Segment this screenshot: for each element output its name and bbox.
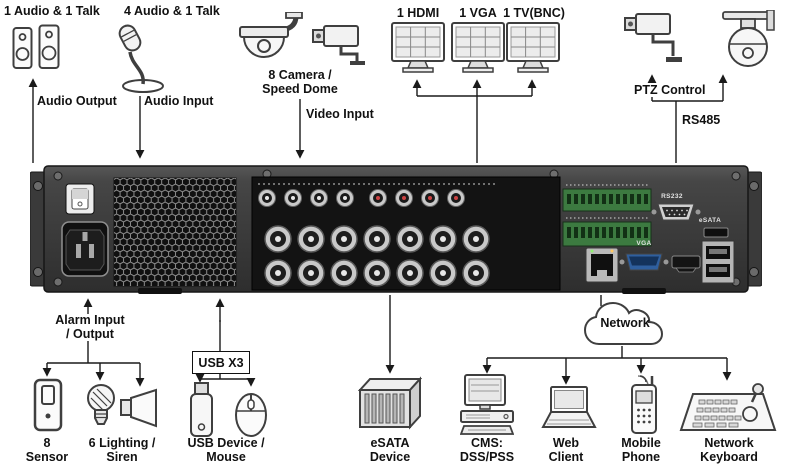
web-label-line2: Client <box>548 449 584 464</box>
esata-device-icon <box>358 376 422 430</box>
tv-monitor-icon <box>506 22 560 74</box>
rs485-label: RS485 <box>682 113 721 127</box>
video-input-label: Video Input <box>306 107 374 121</box>
sensor-label-line2: Sensor <box>25 449 69 464</box>
network-cloud-label: Network <box>600 316 650 330</box>
esata-device-label: eSATA Device <box>360 436 420 464</box>
vga-label: 1 VGA <box>459 6 497 20</box>
tv-bnc-label: 1 TV(BNC) <box>503 6 565 20</box>
mouse-icon <box>234 388 268 438</box>
cms-label-line2: DSS/PSS <box>459 449 515 464</box>
speed-dome-camera-icon <box>230 12 306 74</box>
network-keyboard-label: Network Keyboard <box>696 436 762 464</box>
web-client-label: Web Client <box>538 436 594 464</box>
ptz-dome-camera-icon <box>693 10 775 74</box>
alarm-io-label: Alarm Input / Output <box>48 313 132 341</box>
sensor-label: 8 Sensor <box>22 436 72 464</box>
usb-label-line1: USB Device / <box>187 436 265 450</box>
alarm-label-line1: Alarm Input <box>55 313 125 327</box>
cms-computer-icon <box>460 374 514 436</box>
microphone-icon <box>116 20 166 94</box>
esata-port-label: eSATA <box>698 217 722 224</box>
keyboard-label-line2: Keyboard <box>700 449 758 464</box>
hdmi-monitor-icon <box>391 22 445 74</box>
audio-input-label: Audio Input <box>144 94 214 108</box>
mobile-label-line2: Phone <box>621 449 661 464</box>
camera-label-line1: 8 Camera / <box>268 68 332 82</box>
esata-label-line1: eSATA <box>370 436 410 450</box>
sensor-label-line1: 8 <box>43 436 51 450</box>
lighting-label-line1: 6 Lighting / <box>88 436 156 450</box>
keyboard-label-line1: Network <box>704 436 754 450</box>
usb-label-line2: Mouse <box>206 449 246 464</box>
dvr-rear-panel <box>30 164 762 294</box>
audio1-talk-label: 1 Audio & 1 Talk <box>4 4 100 18</box>
ptz-box-camera-icon <box>622 6 694 64</box>
mobile-phone-icon <box>624 374 662 436</box>
vga-port-label: VGA <box>636 240 652 247</box>
usb-x3-label: USB X3 <box>198 355 244 370</box>
alarm-label-line2: / Output <box>66 326 114 341</box>
mobile-phone-label: Mobile Phone <box>613 436 669 464</box>
lighting-siren-label: 6 Lighting / Siren <box>78 436 166 464</box>
camera-label-line2: Speed Dome <box>262 81 338 96</box>
mobile-label-line1: Mobile <box>621 436 661 450</box>
laptop-icon <box>540 386 598 432</box>
vga-monitor-icon <box>451 22 505 74</box>
siren-icon <box>120 388 160 428</box>
camera-speed-dome-label: 8 Camera / Speed Dome <box>256 68 344 96</box>
cms-label: CMS: DSS/PSS <box>456 436 518 464</box>
audio-output-label: Audio Output <box>37 94 117 108</box>
box-camera-icon <box>308 20 370 66</box>
sensor-icon <box>33 378 63 432</box>
lighting-icon <box>85 382 117 430</box>
speakers-icon <box>12 24 60 70</box>
ptz-control-label: PTZ Control <box>632 83 708 97</box>
network-cloud <box>583 300 667 348</box>
network-keyboard-icon <box>678 382 778 434</box>
usb-stick-icon <box>186 382 216 438</box>
cms-label-line1: CMS: <box>471 436 503 450</box>
audio4-talk-label: 4 Audio & 1 Talk <box>124 4 220 18</box>
web-label-line1: Web <box>552 436 580 450</box>
usb-x3-box: USB X3 <box>192 351 250 374</box>
lighting-label-line2: Siren <box>106 449 138 464</box>
hdmi-label: 1 HDMI <box>396 6 440 20</box>
usb-device-mouse-label: USB Device / Mouse <box>178 436 274 464</box>
rs232-port-label: RS232 <box>661 193 683 200</box>
esata-label-line2: Device <box>369 449 411 464</box>
